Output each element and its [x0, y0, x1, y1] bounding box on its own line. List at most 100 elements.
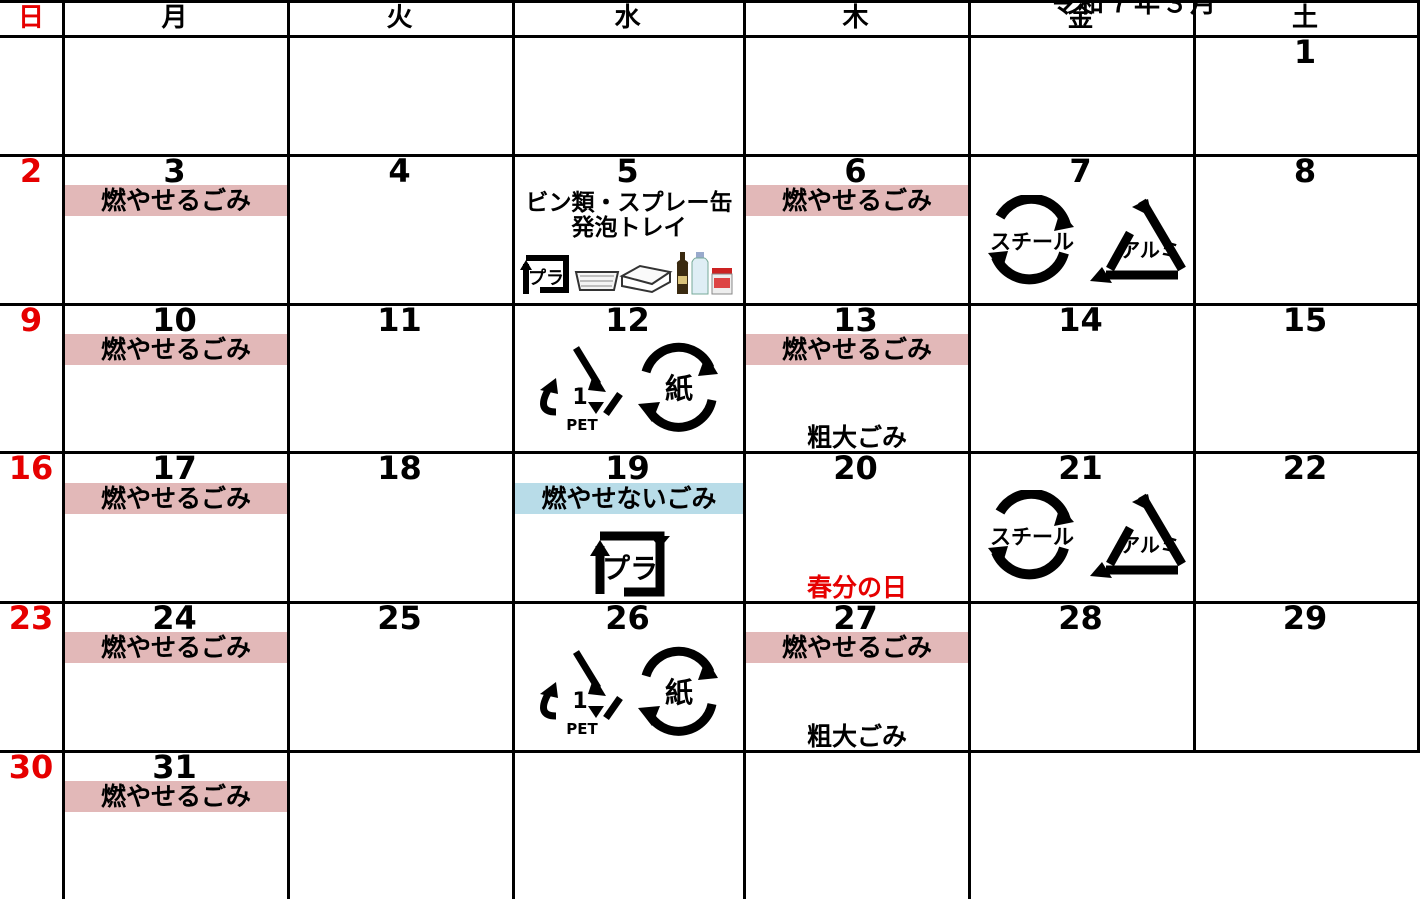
svg-text:PET: PET: [566, 720, 598, 738]
date-20: 20: [833, 449, 878, 487]
holiday-label: 春分の日: [806, 573, 907, 602]
pet-paper-icons: 1 PET 紙: [540, 342, 718, 434]
date-28: 28: [1058, 599, 1103, 637]
date-12: 12: [605, 301, 650, 339]
svg-text:PET: PET: [566, 416, 598, 434]
date-13: 13: [833, 301, 878, 339]
grid-line: [62, 0, 65, 899]
grid-line: [1417, 0, 1420, 752]
burnable-tag: 燃やせるごみ: [746, 632, 968, 663]
date-7: 7: [1069, 152, 1092, 190]
bottles-icons: プラ: [520, 252, 733, 295]
date-1: 1: [1293, 33, 1317, 71]
can-recycle-icons: スチール アルミ: [988, 195, 1186, 285]
date-16: 16: [8, 449, 54, 487]
date-14: 14: [1058, 301, 1103, 339]
burnable-tag: 燃やせるごみ: [746, 334, 968, 365]
bulky-label: 粗大ごみ: [806, 722, 907, 751]
pet-recycle-icon: 1 PET: [540, 346, 623, 434]
burnable-tag: 燃やせるごみ: [65, 632, 287, 663]
date-23: 23: [8, 599, 54, 637]
grid-line: [0, 35, 1420, 38]
svg-text:アルミ: アルミ: [1120, 533, 1180, 557]
date-9: 9: [19, 301, 43, 339]
paper-recycle-icon: 紙: [638, 342, 718, 432]
svg-text:紙: 紙: [665, 676, 693, 709]
svg-text:1: 1: [572, 689, 587, 714]
burnable-tag: 燃やせるごみ: [65, 781, 287, 812]
svg-text:プラ: プラ: [528, 267, 564, 289]
date-11: 11: [377, 301, 422, 339]
date-31: 31: [152, 748, 197, 786]
pla-recycle-icon: プラ: [520, 255, 569, 294]
grid-line: [0, 0, 1420, 3]
bottle-icon: [676, 252, 689, 294]
burnable-tag: 燃やせるごみ: [65, 334, 287, 365]
date-15: 15: [1282, 301, 1328, 339]
svg-text:スチール: スチール: [990, 525, 1074, 549]
foam-tray-icon: [619, 264, 673, 294]
svg-text:スチール: スチール: [990, 230, 1074, 254]
weekday-tue: 火: [386, 3, 413, 33]
month-title: 令和７年３月: [1050, 0, 1219, 19]
aluminum-recycle-icon: アルミ: [1090, 493, 1186, 578]
svg-text:1: 1: [572, 385, 587, 410]
date-4: 4: [388, 152, 411, 190]
weekday-sun: 日: [17, 3, 44, 33]
weekday-fri: 金: [1067, 3, 1094, 33]
weekday-wed: 水: [614, 3, 641, 33]
date-6: 6: [844, 152, 867, 190]
date-24: 24: [152, 599, 197, 637]
pla-recycle-icon: プラ: [590, 531, 670, 597]
date-8: 8: [1293, 152, 1317, 190]
paper-recycle-icon: 紙: [638, 646, 718, 736]
grid-line: [968, 0, 971, 899]
date-17: 17: [152, 449, 197, 487]
grid-line: [512, 0, 515, 899]
weekday-sat: 土: [1291, 3, 1318, 33]
jar-icon: [711, 268, 733, 295]
date-19: 19: [605, 449, 650, 487]
svg-text:アルミ: アルミ: [1120, 238, 1180, 262]
grid-line: [0, 750, 1420, 753]
grid-line: [0, 451, 1420, 454]
weekday-mon: 月: [161, 3, 188, 33]
burnable-tag: 燃やせるごみ: [746, 185, 968, 216]
grid-line: [0, 303, 1420, 306]
svg-text:紙: 紙: [665, 372, 693, 405]
grid-line: [743, 0, 746, 899]
foam-tray-label: 発泡トレイ: [571, 215, 687, 241]
burnable-tag: 燃やせるごみ: [65, 483, 287, 514]
grid-line: [1193, 0, 1196, 752]
date-21: 21: [1058, 449, 1103, 487]
weekday-thu: 木: [842, 3, 869, 33]
date-10: 10: [152, 301, 197, 339]
steel-recycle-icon: スチール: [988, 195, 1074, 285]
non-burnable-tag: 燃やせないごみ: [515, 483, 743, 514]
burnable-tag: 燃やせるごみ: [65, 185, 287, 216]
grid-line: [0, 154, 1420, 157]
date-5: 5: [616, 152, 639, 190]
svg-text:プラ: プラ: [602, 552, 658, 585]
date-26: 26: [605, 599, 650, 637]
bottles-label: ビン類・スプレー缶: [525, 190, 733, 216]
date-22: 22: [1282, 449, 1328, 487]
foam-tray-icon: [574, 271, 620, 291]
date-25: 25: [377, 599, 422, 637]
date-3: 3: [163, 152, 186, 190]
aluminum-recycle-icon: アルミ: [1090, 198, 1186, 283]
date-2: 2: [19, 152, 43, 190]
date-27: 27: [833, 599, 878, 637]
date-30: 30: [8, 748, 54, 786]
date-18: 18: [377, 449, 422, 487]
can-recycle-icons: スチール アルミ: [988, 490, 1186, 580]
bulky-label: 粗大ごみ: [806, 423, 907, 452]
pet-recycle-icon: 1 PET: [540, 650, 623, 738]
grid-line: [287, 0, 290, 899]
pet-paper-icons: 1 PET 紙: [540, 646, 718, 738]
grid-line: [0, 601, 1420, 604]
bottle-icon: [691, 252, 709, 295]
steel-recycle-icon: スチール: [988, 490, 1074, 580]
date-29: 29: [1282, 599, 1328, 637]
